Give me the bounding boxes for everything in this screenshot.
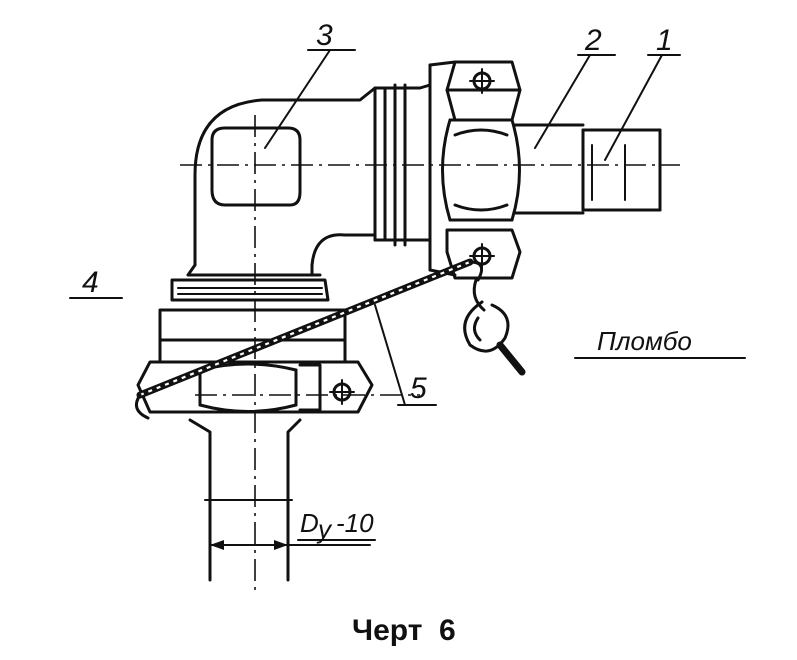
callout-1: 1 bbox=[604, 24, 681, 161]
diameter-subscript: у bbox=[316, 514, 333, 544]
threaded-section bbox=[170, 278, 330, 302]
label-3: 3 bbox=[316, 19, 333, 52]
callout-3: 3 bbox=[264, 19, 356, 149]
union-nut-lower bbox=[136, 308, 374, 414]
pipe-lower bbox=[188, 418, 302, 582]
lead-seal bbox=[463, 300, 526, 376]
diameter-label: D у -10 bbox=[297, 508, 376, 544]
label-1: 1 bbox=[656, 24, 673, 57]
callout-4: 4 bbox=[69, 266, 123, 299]
wire-hole-lower-nut bbox=[329, 379, 355, 405]
diameter-symbol: D bbox=[300, 508, 319, 538]
seal-wire-5 bbox=[134, 258, 486, 420]
wire-hole-lower bbox=[469, 243, 495, 269]
callout-5: 5 bbox=[374, 304, 437, 406]
centerlines bbox=[180, 115, 680, 595]
figure-caption: Черт 6 bbox=[352, 614, 456, 647]
union-nut-right bbox=[428, 60, 522, 280]
callout-seal: Пломбо bbox=[574, 326, 746, 359]
label-2: 2 bbox=[584, 24, 602, 57]
nipple-2 bbox=[513, 123, 585, 215]
label-5: 5 bbox=[410, 372, 427, 405]
wire-hole-upper bbox=[469, 68, 495, 94]
seal-label: Пломбо bbox=[597, 326, 692, 356]
pipe-1 bbox=[581, 128, 662, 212]
diameter-dimension bbox=[209, 540, 371, 550]
diameter-value: -10 bbox=[336, 508, 374, 538]
label-4: 4 bbox=[82, 266, 99, 299]
callout-2: 2 bbox=[534, 24, 616, 149]
inspection-window-3 bbox=[210, 126, 302, 207]
elbow-body bbox=[186, 83, 432, 277]
